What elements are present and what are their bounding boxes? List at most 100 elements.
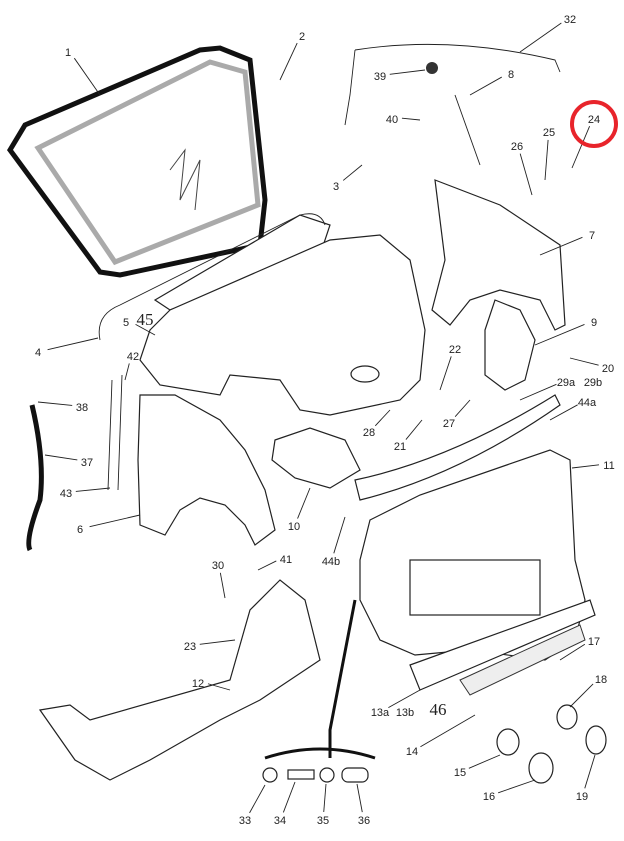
leader-line-19: [584, 754, 596, 789]
leader-line-3: [342, 164, 363, 181]
part-label-22: 22: [449, 344, 461, 356]
leader-line-35: [323, 783, 327, 813]
fender-seal-part: [107, 374, 123, 491]
part-label-29a: 29a: [557, 377, 576, 389]
door-seal-part: [26, 404, 44, 552]
part-label-5: 5: [123, 317, 129, 329]
part-label-20: 20: [602, 363, 614, 375]
headlamp-left-part: [271, 427, 361, 489]
leader-line-16: [498, 779, 536, 794]
part-label-37: 37: [81, 457, 93, 469]
part-label-16: 16: [483, 791, 495, 803]
windshield-part: [6, 45, 268, 278]
leader-line-44b: [333, 516, 346, 554]
part-label-10: 10: [288, 521, 300, 533]
part-label-29b: 29b: [584, 377, 602, 389]
cowl-panel-part: [153, 214, 331, 311]
part-label-24: 24: [588, 114, 600, 126]
leader-line-30: [219, 572, 226, 599]
leader-line-17: [559, 643, 586, 661]
leader-line-39: [389, 69, 426, 75]
part-label-26: 26: [511, 141, 523, 153]
leader-line-15: [468, 754, 501, 769]
part-label-7: 7: [589, 230, 595, 242]
leader-line-13a: [388, 689, 421, 709]
part-label-23: 23: [184, 641, 196, 653]
leader-line-38: [37, 401, 73, 406]
part-label-42: 42: [127, 351, 139, 363]
fog-lamp-right-part: [556, 704, 578, 730]
hood-strut-part: [454, 94, 481, 166]
part-label-13b: 13b: [396, 707, 414, 719]
leader-line-18: [569, 683, 594, 708]
part-label-25: 25: [543, 127, 555, 139]
part-label-21: 21: [394, 441, 406, 453]
leader-line-14: [420, 714, 476, 748]
part-label-13a: 13a: [371, 707, 390, 719]
headlamp-right-part: [484, 299, 536, 391]
leader-line-29a: [519, 383, 557, 401]
bumper-trim-part: [354, 394, 561, 501]
leader-line-6: [89, 514, 141, 528]
left-fender-part: [137, 394, 276, 546]
part-label-17: 17: [588, 636, 600, 648]
leader-line-42: [124, 363, 130, 381]
part-label-43: 43: [60, 488, 72, 500]
leader-line-20: [569, 357, 599, 366]
part-label-19: 19: [576, 791, 588, 803]
highlight-circle: [570, 100, 618, 148]
part-label-3: 3: [333, 181, 339, 193]
part-label-32: 32: [564, 14, 576, 26]
seal-strip-part: [98, 213, 326, 341]
part-label-38: 38: [76, 402, 88, 414]
leader-line-1: [73, 57, 101, 96]
leader-line-10: [297, 487, 311, 519]
part-label-33: 33: [239, 815, 251, 827]
leader-line-36: [356, 783, 363, 813]
grille-part: [409, 599, 596, 691]
spoiler-part: [459, 624, 586, 696]
right-fender-part: [431, 179, 566, 331]
part-label-44b: 44b: [322, 556, 340, 568]
leader-line-12: [207, 683, 231, 691]
leader-line-37: [44, 454, 78, 461]
washer-part: [319, 767, 335, 783]
leader-line-8: [469, 76, 502, 96]
spacer-part: [341, 767, 369, 783]
part-label-39: 39: [374, 71, 386, 83]
part-label-2: 2: [299, 31, 305, 43]
part-label-36: 36: [358, 815, 370, 827]
bolt-part: [287, 769, 315, 780]
part-label-28: 28: [363, 427, 375, 439]
leader-line-25: [544, 139, 549, 181]
leader-line-7: [539, 236, 583, 256]
leader-line-22: [439, 356, 452, 391]
leader-line-41: [257, 560, 277, 571]
leader-line-26: [519, 153, 533, 196]
part-label-34: 34: [274, 815, 286, 827]
leader-line-43: [75, 487, 111, 492]
leader-line-27: [454, 399, 471, 417]
cap-part: [262, 767, 278, 783]
marker-46: 46: [430, 700, 447, 719]
part-label-41: 41: [280, 554, 292, 566]
leader-line-5: [135, 323, 156, 336]
part-label-35: 35: [317, 815, 329, 827]
part-label-12: 12: [192, 678, 204, 690]
hood-release-cable-part: [344, 43, 561, 126]
leader-line-23: [199, 639, 236, 645]
fog-lamp-bezel-part: [528, 752, 554, 784]
grommet-part: [426, 62, 438, 74]
leader-line-32: [519, 22, 562, 53]
part-label-15: 15: [454, 767, 466, 779]
leader-line-33: [249, 784, 266, 814]
part-label-8: 8: [508, 69, 514, 81]
bumper-opening-part: [409, 559, 541, 616]
leader-line-9: [534, 324, 585, 346]
fog-lamp-part: [496, 728, 520, 756]
leader-line-34: [282, 781, 296, 813]
leader-line-24: [571, 126, 591, 169]
part-label-6: 6: [77, 524, 83, 536]
